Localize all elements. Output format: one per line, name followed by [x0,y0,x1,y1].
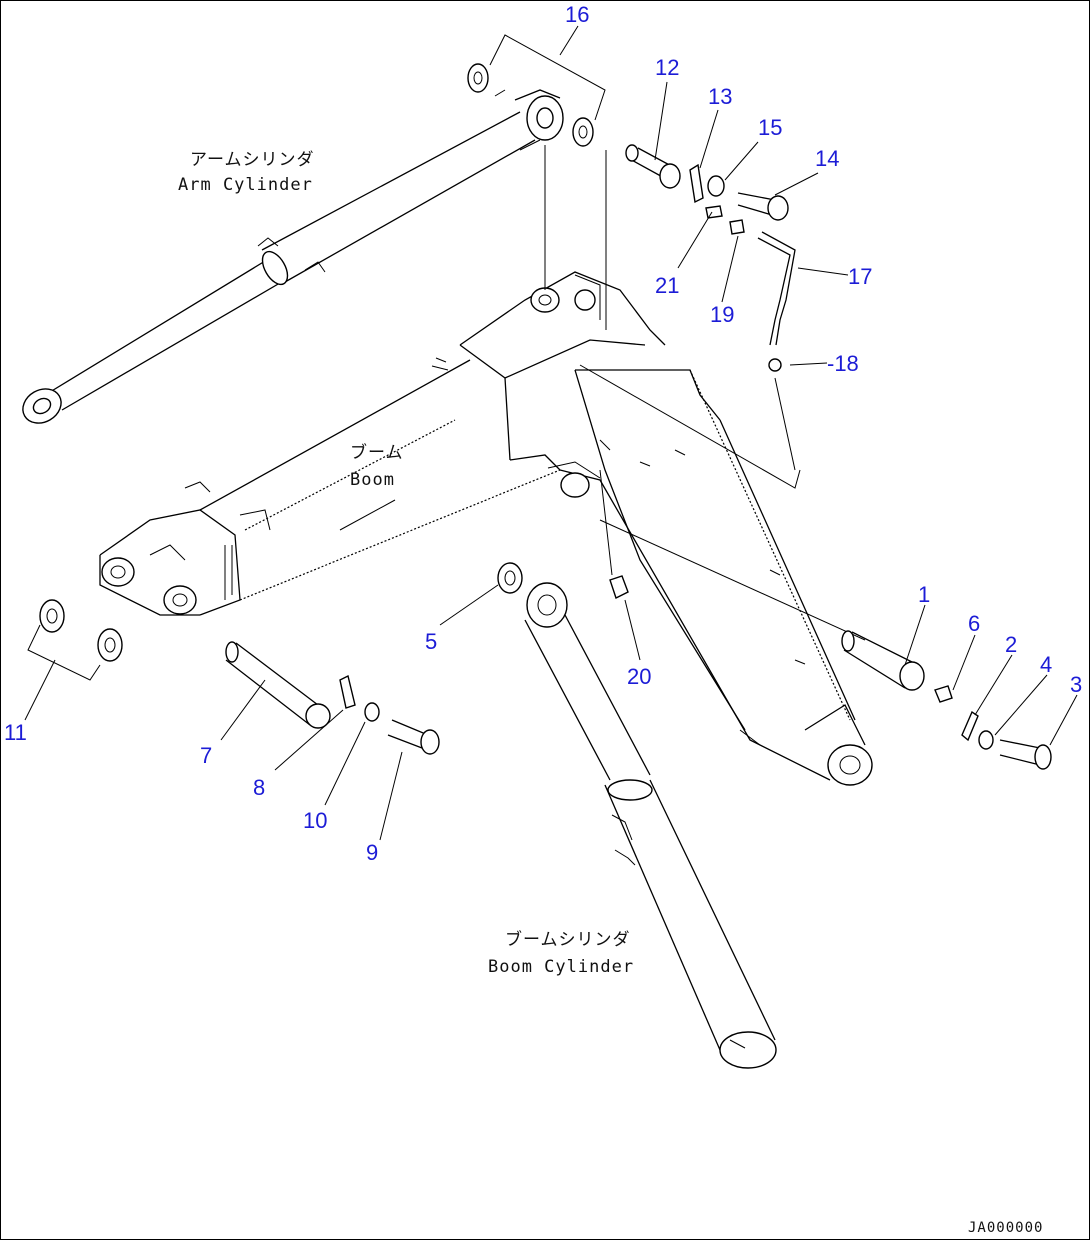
callout-18: -18 [827,351,859,376]
arm-cylinder [22,34,606,424]
component-labels: アームシリンダ Arm Cylinder ブーム Boom ブームシリンダ Bo… [178,150,1043,1236]
callout-14: 14 [815,146,839,171]
boom-en-label: Boom [350,470,395,490]
boom-cylinder-jp-label: ブームシリンダ [505,929,631,950]
callout-1: 1 [918,582,930,607]
callout-9: 9 [366,840,378,865]
callout-12: 12 [655,55,679,80]
callout-19: 19 [710,302,734,327]
boom-cylinder-en-label: Boom Cylinder [488,957,634,977]
drawing-code: JA000000 [968,1220,1043,1236]
pin-parts [27,144,1052,770]
callout-10: 10 [303,808,327,833]
callout-15: 15 [758,115,782,140]
callout-20: 20 [627,664,651,689]
callout-6: 6 [968,611,980,636]
callout-17: 17 [848,264,872,289]
callouts: 16 12 13 15 14 17 21 19 -18 1 6 2 4 3 5 … [4,2,1082,865]
leader-lines [24,25,1078,841]
callout-2: 2 [1005,632,1017,657]
callout-8: 8 [253,775,265,800]
callout-13: 13 [708,84,732,109]
callout-3: 3 [1070,672,1082,697]
callout-11: 11 [4,720,27,745]
callout-5: 5 [425,629,437,654]
boom-cylinder [497,562,777,1069]
callout-21: 21 [655,273,679,298]
arm-cylinder-en-label: Arm Cylinder [178,175,313,195]
boom [99,271,873,786]
callout-7: 7 [200,743,212,768]
callout-4: 4 [1040,652,1052,677]
callout-16: 16 [565,2,589,27]
arm-cylinder-jp-label: アームシリンダ [190,150,314,170]
boom-jp-label: ブーム [350,442,404,463]
